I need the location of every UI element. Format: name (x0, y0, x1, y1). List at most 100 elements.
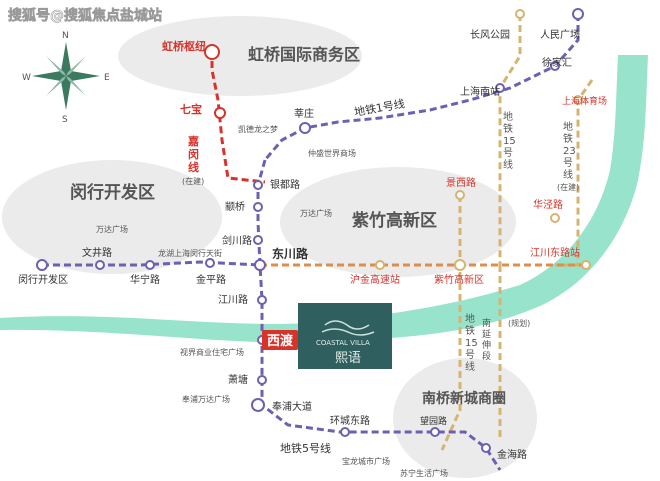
station-marker-huaning[interactable] (145, 260, 155, 270)
landmark-wanda-min: 万达广场 (96, 224, 128, 234)
metro-line-5 (256, 159, 502, 471)
station-label-fengpu[interactable]: 奉浦大道 (272, 400, 312, 413)
station-label-xujiahui[interactable]: 徐家汇 (542, 56, 572, 69)
station-label-yindu[interactable]: 银都路 (270, 178, 300, 191)
station-marker-minhang-dev[interactable] (36, 259, 48, 271)
station-marker-xinzhuang[interactable] (299, 122, 311, 134)
station-marker-zizhu[interactable] (454, 259, 466, 271)
station-marker-hongqiao[interactable] (204, 44, 220, 60)
station-marker-jingxi[interactable] (455, 190, 465, 200)
station-marker-renmin[interactable] (572, 8, 584, 20)
station-label-jiangchuan-east[interactable]: 江川东路站 (530, 246, 580, 259)
station-label-zhuanqiao[interactable]: 颛桥 (225, 200, 245, 213)
station-label-jianchuan[interactable]: 剑川路 (222, 234, 252, 247)
station-marker-huancheng[interactable] (340, 427, 350, 437)
station-marker-jiangchuan[interactable] (257, 295, 267, 305)
line-label-15s-d: 号 (465, 349, 475, 361)
station-label-huyu[interactable]: 沪金高速站 (350, 273, 400, 286)
line-label-jiamin-2: 闵 (188, 147, 199, 161)
line-label-23-d: 号 (563, 157, 573, 169)
station-label-dongchuan[interactable]: 东川路 (272, 246, 309, 261)
station-label-huaning[interactable]: 华宁路 (130, 273, 160, 286)
metro-line-5-branch (42, 260, 261, 267)
station-label-jinping[interactable]: 金平路 (196, 273, 226, 286)
station-label-shanghai-south[interactable]: 上海南站 (460, 85, 500, 98)
station-marker-wenjing[interactable] (95, 260, 105, 270)
landmark-suning: 苏宁生活广场 (400, 468, 448, 478)
station-label-zizhu[interactable]: 紫竹高新区 (434, 273, 484, 286)
zone-label-zizhu: 紫竹高新区 (352, 210, 437, 231)
station-marker-yindu[interactable] (253, 180, 263, 190)
line-label-15-c: 15 (503, 136, 516, 147)
station-label-jinhai[interactable]: 金海路 (497, 448, 527, 461)
line-status-jiamin: (在建) (182, 176, 204, 186)
south-ext-b: 延 (482, 328, 491, 340)
station-marker-xiaotang[interactable] (257, 375, 267, 385)
station-marker-changfeng[interactable] (515, 9, 525, 19)
station-marker-qibao[interactable] (214, 107, 226, 119)
station-label-jingxi[interactable]: 景西路 (446, 176, 476, 189)
metro-line-23 (555, 79, 594, 267)
station-label-jiangchuan[interactable]: 江川路 (218, 293, 248, 306)
station-markers (36, 61, 560, 453)
station-label-wangyuan[interactable]: 望园路 (420, 415, 447, 427)
station-label-xiaotang[interactable]: 萧塘 (228, 373, 248, 386)
project-wave-icon (321, 320, 375, 336)
watermark: 搜狐号@搜狐焦点盐城站 (8, 7, 162, 24)
station-label-stadium[interactable]: 上海体育场 (562, 95, 607, 107)
station-markers-tan (375, 9, 591, 271)
area-badge-xidu[interactable]: 西渡 (267, 333, 294, 349)
station-marker-dongchuan[interactable] (254, 259, 266, 271)
metro-line-15-north (498, 14, 522, 265)
station-label-huajing[interactable]: 华泾路 (533, 198, 563, 211)
line-label-15-b: 铁 (503, 122, 513, 135)
project-name-cn: 熙语 (335, 351, 361, 366)
south-ext-d: 段 (482, 350, 491, 362)
line-label-15s-a: 地 (465, 312, 475, 325)
area-badge-bg (262, 330, 298, 350)
station-marker-shanghai-south[interactable] (495, 83, 505, 93)
station-label-wenjing[interactable]: 文井路 (82, 246, 112, 259)
zone-label-minhang: 闵行开发区 (70, 182, 155, 203)
zone-label-hongqiao: 虹桥国际商务区 (248, 45, 360, 64)
compass-w: W (22, 73, 31, 83)
line-label-15-e: 线 (503, 158, 513, 171)
station-marker-jiangchuan-east[interactable] (581, 260, 591, 270)
station-label-minhang-dev[interactable]: 闵行开发区 (18, 273, 68, 286)
line-status-23: (在建) (557, 182, 579, 192)
line-label-23-a: 地 (563, 120, 573, 133)
project-card[interactable] (298, 303, 392, 369)
line-label-15s-b: 铁 (465, 324, 475, 337)
station-marker-jinhai[interactable] (481, 443, 491, 453)
station-marker-wangyuan[interactable] (430, 427, 440, 437)
line-label-5: 地铁5号线 (280, 441, 331, 455)
station-marker-huyu[interactable] (375, 260, 385, 270)
landmark-fengpu-wanda: 奉浦万达广场 (182, 394, 230, 404)
station-label-xinzhuang[interactable]: 莘庄 (294, 107, 314, 120)
station-label-changfeng[interactable]: 长风公园 (470, 29, 510, 41)
landmark-baolong: 宝龙城市广场 (342, 456, 390, 466)
landmark-zhongsheng: 仲盛世界商场 (308, 148, 356, 158)
zone-minhang-blob (2, 160, 222, 274)
line-label-23-e: 线 (563, 168, 573, 181)
station-marker-huajing[interactable] (550, 213, 560, 223)
line-label-jiamin-3: 线 (188, 160, 199, 174)
station-label-huancheng[interactable]: 环城东路 (330, 414, 370, 427)
line-label-jiamin-1: 嘉 (187, 134, 199, 148)
station-label-qibao[interactable]: 七宝 (180, 102, 202, 116)
station-marker-jinping[interactable] (205, 258, 215, 268)
station-marker-jianchuan[interactable] (253, 235, 263, 245)
station-marker-fengpu[interactable] (251, 398, 265, 412)
line-label-23-b: 铁 (563, 132, 573, 145)
station-marker-xujiahui[interactable] (550, 61, 560, 71)
station-marker-zhuanqiao[interactable] (253, 202, 263, 212)
landmark-kaide: 凯德龙之梦 (238, 124, 278, 134)
station-label-hongqiao[interactable]: 虹桥枢纽 (162, 39, 206, 53)
station-marker-stadium[interactable] (573, 95, 583, 105)
south-ext-status: (规划) (508, 318, 530, 328)
line-label-15s-c: 15 (465, 338, 478, 349)
station-label-renmin[interactable]: 人民广场 (540, 28, 580, 41)
line-label-15-d: 号 (503, 147, 513, 159)
compass-s: S (62, 115, 68, 125)
